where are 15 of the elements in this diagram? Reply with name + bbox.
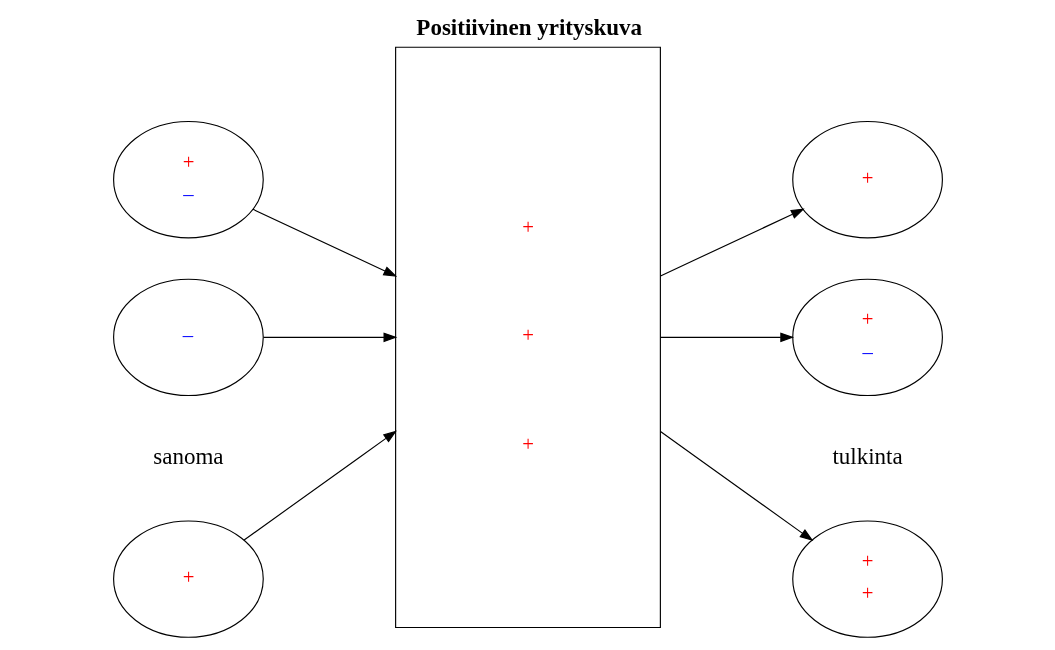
node-ellipse: + – bbox=[791, 278, 943, 397]
label: sanoma bbox=[152, 443, 224, 469]
arrow bbox=[243, 430, 397, 541]
label: tulkinta bbox=[831, 443, 903, 469]
node-ellipse: + + bbox=[791, 520, 943, 638]
arrow bbox=[659, 332, 794, 343]
node-ellipse: – bbox=[112, 278, 264, 397]
node-ellipse: + – bbox=[112, 120, 264, 239]
node-ellipse: + bbox=[112, 520, 264, 638]
arrow bbox=[659, 208, 805, 277]
diagram-title: Positiivinen yrityskuva bbox=[415, 13, 642, 40]
arrow bbox=[659, 430, 813, 542]
arrow bbox=[262, 332, 397, 343]
arrow bbox=[251, 208, 397, 277]
node-box: + + + bbox=[394, 46, 661, 629]
